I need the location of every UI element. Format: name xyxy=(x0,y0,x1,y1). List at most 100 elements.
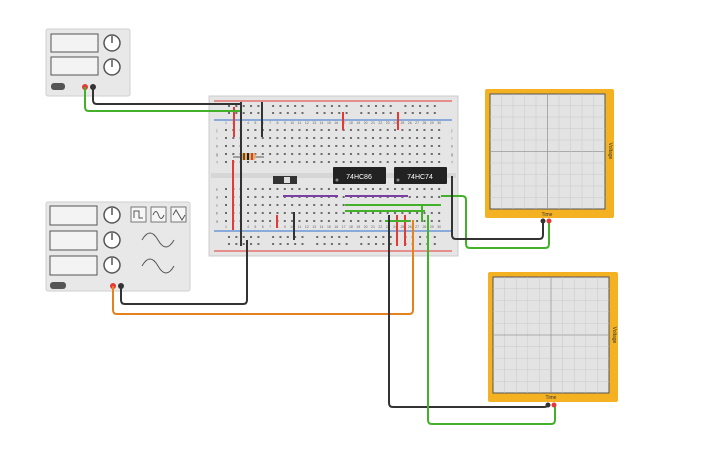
column-number: 15 xyxy=(327,225,331,229)
column-number: 25 xyxy=(400,225,404,229)
column-number: 7 xyxy=(269,225,271,229)
column-number: 16 xyxy=(334,121,338,125)
column-number: 17 xyxy=(342,225,346,229)
column-number: 6 xyxy=(262,225,264,229)
column-number: 15 xyxy=(327,121,331,125)
row-letter: h xyxy=(216,144,218,149)
scope-voltage-label: Voltage xyxy=(607,143,613,160)
column-number: 24 xyxy=(393,225,397,229)
column-number: 13 xyxy=(312,225,316,229)
scope-time-label: Time xyxy=(546,395,557,401)
wire-green[interactable] xyxy=(441,195,550,249)
oscilloscope-1[interactable]: Time Voltage xyxy=(485,89,614,224)
row-letter: i xyxy=(217,136,218,141)
row-letter: g xyxy=(216,152,218,157)
wire-green[interactable] xyxy=(84,87,240,112)
scope-grid xyxy=(490,94,605,209)
chip-74hc74[interactable]: 74HC74 xyxy=(394,167,447,184)
column-number: 1 xyxy=(225,225,227,229)
chip-label: 74HC74 xyxy=(407,174,433,181)
column-number: 14 xyxy=(320,121,324,125)
column-number: 27 xyxy=(415,225,419,229)
column-number: 30 xyxy=(437,121,441,125)
scope-positive-terminal[interactable] xyxy=(546,218,552,224)
slide-switch[interactable] xyxy=(273,176,297,184)
column-number: 14 xyxy=(320,225,324,229)
scope-positive-terminal[interactable] xyxy=(551,402,557,408)
scope-negative-terminal[interactable] xyxy=(540,218,546,224)
oscilloscope-2[interactable]: Time Voltage xyxy=(488,272,618,408)
column-number: 27 xyxy=(415,121,419,125)
triangle-wave-icon[interactable] xyxy=(170,206,187,223)
wire-black[interactable] xyxy=(451,190,544,240)
function-generator[interactable] xyxy=(45,201,191,292)
column-number: 7 xyxy=(269,121,271,125)
chip-74hc86[interactable]: 74HC86 xyxy=(333,167,386,184)
column-number: 5 xyxy=(254,121,256,125)
row-letter: c xyxy=(216,203,218,208)
jumper-wires-green[interactable] xyxy=(345,204,441,222)
column-number: 4 xyxy=(247,121,249,125)
row-letter: f xyxy=(451,160,453,165)
row-letter: b xyxy=(216,211,219,216)
column-number: 8 xyxy=(276,121,278,125)
wire-orange[interactable] xyxy=(112,220,414,315)
row-letter: d xyxy=(216,195,218,200)
column-number: 18 xyxy=(349,225,353,229)
column-number: 28 xyxy=(422,225,426,229)
column-number: 22 xyxy=(378,225,382,229)
waveform-display xyxy=(141,258,175,274)
column-number: 24 xyxy=(393,121,397,125)
scope-time-label: Time xyxy=(542,212,553,218)
row-letter: e xyxy=(216,187,219,192)
row-letter: g xyxy=(451,152,453,157)
column-number: 11 xyxy=(298,225,302,229)
column-number: 11 xyxy=(298,121,302,125)
column-number: 9 xyxy=(284,121,286,125)
scope-negative-terminal[interactable] xyxy=(545,402,551,408)
column-number: 5 xyxy=(254,225,256,229)
column-number: 23 xyxy=(386,225,390,229)
row-letter: j xyxy=(451,128,453,133)
column-number: 12 xyxy=(305,121,309,125)
row-letter: f xyxy=(216,160,218,165)
wire-black[interactable] xyxy=(92,87,240,105)
column-number: 29 xyxy=(430,225,434,229)
column-number: 21 xyxy=(371,121,375,125)
column-number: 22 xyxy=(378,121,382,125)
column-number: 1 xyxy=(225,121,227,125)
column-number: 25 xyxy=(400,121,404,125)
wire-black[interactable] xyxy=(120,240,248,305)
row-letter: i xyxy=(452,136,453,141)
column-number: 19 xyxy=(356,225,360,229)
column-number: 18 xyxy=(349,121,353,125)
column-number: 12 xyxy=(305,225,309,229)
column-number: 13 xyxy=(312,121,316,125)
column-number: 10 xyxy=(290,121,294,125)
column-number: 30 xyxy=(437,225,441,229)
resistor[interactable] xyxy=(233,153,264,160)
jumper-wires-black[interactable] xyxy=(240,102,453,246)
square-wave-icon[interactable] xyxy=(130,206,147,223)
waveform-display xyxy=(141,232,175,248)
wire-green[interactable] xyxy=(427,215,556,425)
column-number: 16 xyxy=(334,225,338,229)
row-letter: h xyxy=(451,144,453,149)
chip-label: 74HC86 xyxy=(346,174,372,181)
column-number: 20 xyxy=(364,225,368,229)
column-number: 29 xyxy=(430,121,434,125)
column-number: 10 xyxy=(290,225,294,229)
dc-power-supply[interactable] xyxy=(45,28,131,97)
column-number: 26 xyxy=(408,225,412,229)
column-number: 9 xyxy=(284,225,286,229)
row-letter: j xyxy=(216,128,218,133)
column-number: 4 xyxy=(247,225,249,229)
row-letter: a xyxy=(216,219,219,224)
scope-voltage-label: Voltage xyxy=(611,327,617,344)
column-number: 28 xyxy=(422,121,426,125)
column-number: 21 xyxy=(371,225,375,229)
column-number: 19 xyxy=(356,121,360,125)
sine-wave-icon[interactable] xyxy=(150,206,167,223)
column-number: 23 xyxy=(386,121,390,125)
